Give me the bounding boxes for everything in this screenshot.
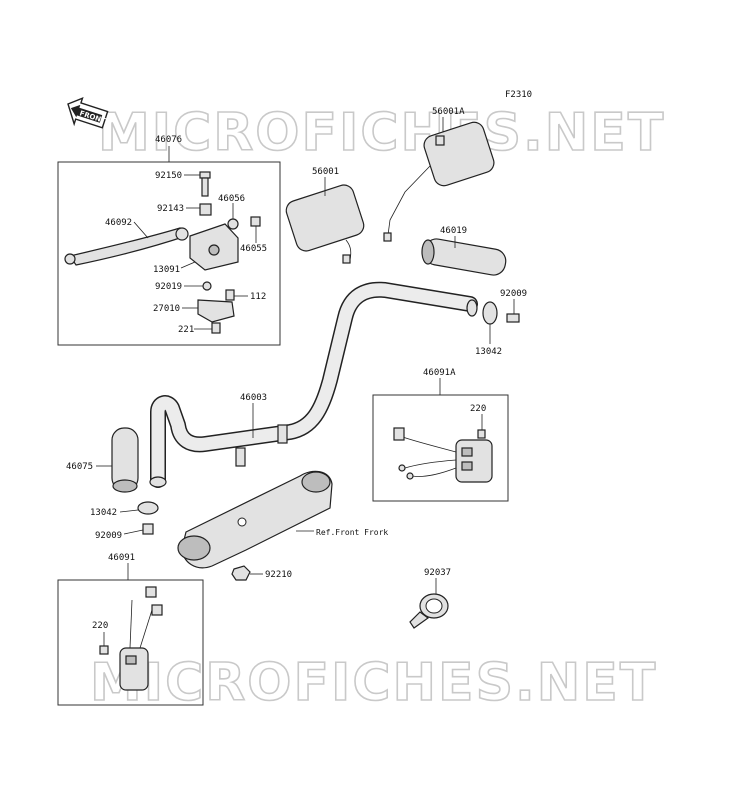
label-46055: 46055 [240,244,267,254]
label-13042-upper: 13042 [475,347,502,357]
fork-top-bridge [177,470,333,569]
label-56001A: 56001A [432,107,465,117]
label-46019: 46019 [440,226,467,236]
label-46091: 46091 [108,553,135,563]
mirror-right [383,121,495,242]
label-92037: 92037 [424,568,451,578]
left-switch-box [57,579,204,706]
mirror-left [285,184,365,264]
label-46091A: 46091A [423,368,456,378]
label-46092: 46092 [105,218,132,228]
label-112: 112 [250,292,266,302]
label-13042-lower: 13042 [90,508,117,518]
label-92019: 92019 [155,282,182,292]
label-92009-upper: 92009 [500,289,527,299]
right-switch-housing [393,427,493,483]
watermark-bottom: MICROFICHES.NET [90,653,657,713]
left-switch-housing [99,586,163,691]
label-220-lower: 220 [92,621,108,631]
clutch-lever [64,227,189,266]
label-220-upper: 220 [470,404,486,414]
throttle-grip [421,238,507,276]
label-46003: 46003 [240,393,267,403]
watermark-top: MICROFICHES.NET [98,103,665,163]
label-92210: 92210 [265,570,292,580]
left-grip [111,427,139,493]
front-arrow-icon: FRONT [67,96,109,129]
label-92009-lower: 92009 [95,531,122,541]
label-13091: 13091 [153,265,180,275]
label-46076: 46076 [155,135,182,145]
throttle-cable-clamp [409,593,449,629]
right-switch-box [372,394,509,502]
label-92143: 92143 [157,204,184,214]
label-92150: 92150 [155,171,182,181]
ref-front-fork-note: Ref.Front Frork [316,528,388,537]
label-56001: 56001 [312,167,339,177]
label-221: 221 [178,325,194,335]
label-46075: 46075 [66,462,93,472]
label-27010: 27010 [153,304,180,314]
lever-holder [189,223,239,271]
figure-code: F2310 [505,90,532,100]
label-46056: 46056 [218,194,245,204]
